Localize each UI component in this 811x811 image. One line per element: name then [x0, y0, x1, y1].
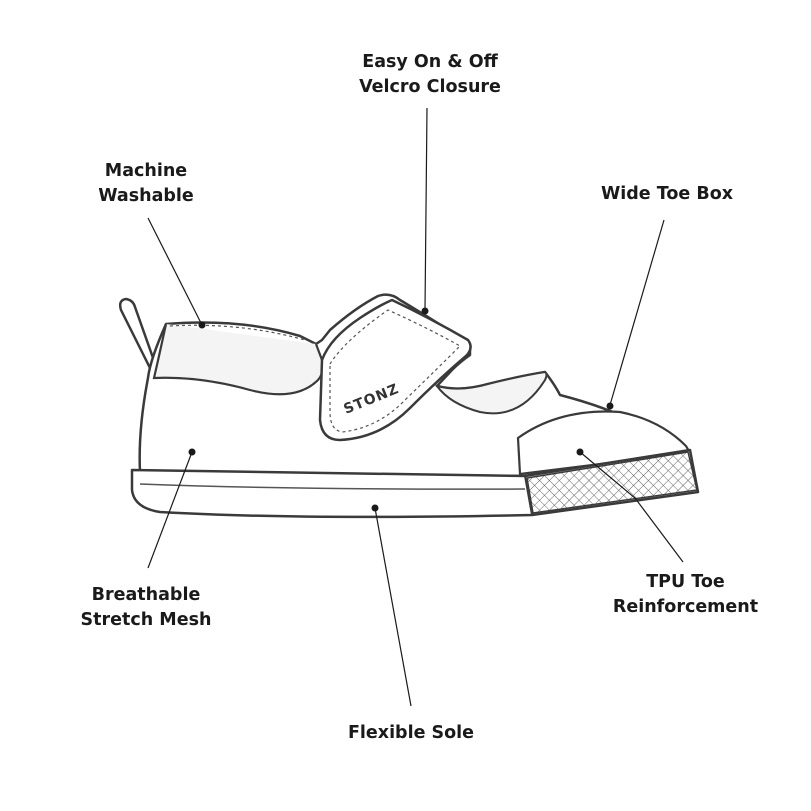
leader-lines [147, 107, 684, 707]
label-machine-washable: Machine Washable [66, 159, 226, 209]
label-tpu-toe: TPU Toe Reinforcement [603, 570, 768, 620]
label-washable-line-1: Machine [104, 161, 188, 181]
anchor-dot-washable [198, 321, 206, 329]
anchor-dot-sole [371, 504, 379, 512]
label-sole-line-1: Flexible Sole [347, 723, 475, 743]
label-tpu-line-2: Reinforcement [612, 597, 759, 617]
velcro-strap [318, 298, 472, 442]
leader-line-tpu [579, 451, 684, 563]
label-breathable-mesh: Breathable Stretch Mesh [66, 583, 226, 633]
anchor-dot-toe-box [606, 402, 614, 410]
leader-line-sole [374, 507, 412, 707]
leader-line-velcro [424, 107, 428, 311]
label-toe-box-line-1: Wide Toe Box [600, 184, 734, 204]
heel-pull-tab [118, 297, 160, 373]
anchor-dot-velcro [421, 307, 429, 315]
anchor-dot-mesh [188, 448, 196, 456]
label-tpu-line-1: TPU Toe [646, 572, 725, 592]
label-velcro-line-2: Velcro Closure [359, 77, 501, 97]
leader-line-toe-box [609, 219, 665, 406]
label-mesh-line-2: Stretch Mesh [80, 610, 212, 630]
toe-cap [516, 410, 692, 476]
label-flexible-sole: Flexible Sole [331, 721, 491, 746]
tpu-toe-pattern [526, 451, 698, 514]
label-velcro-closure: Easy On & Off Velcro Closure [330, 50, 530, 100]
shoe-opening [434, 370, 548, 415]
anchor-dot-tpu [576, 448, 584, 456]
anchor-dots [188, 307, 614, 512]
label-wide-toe-box: Wide Toe Box [582, 182, 752, 207]
leader-line-washable [147, 217, 203, 326]
label-mesh-line-1: Breathable [91, 585, 201, 605]
label-washable-line-2: Washable [98, 186, 194, 206]
leader-line-mesh [147, 451, 193, 569]
label-velcro-line-1: Easy On & Off [362, 52, 498, 72]
